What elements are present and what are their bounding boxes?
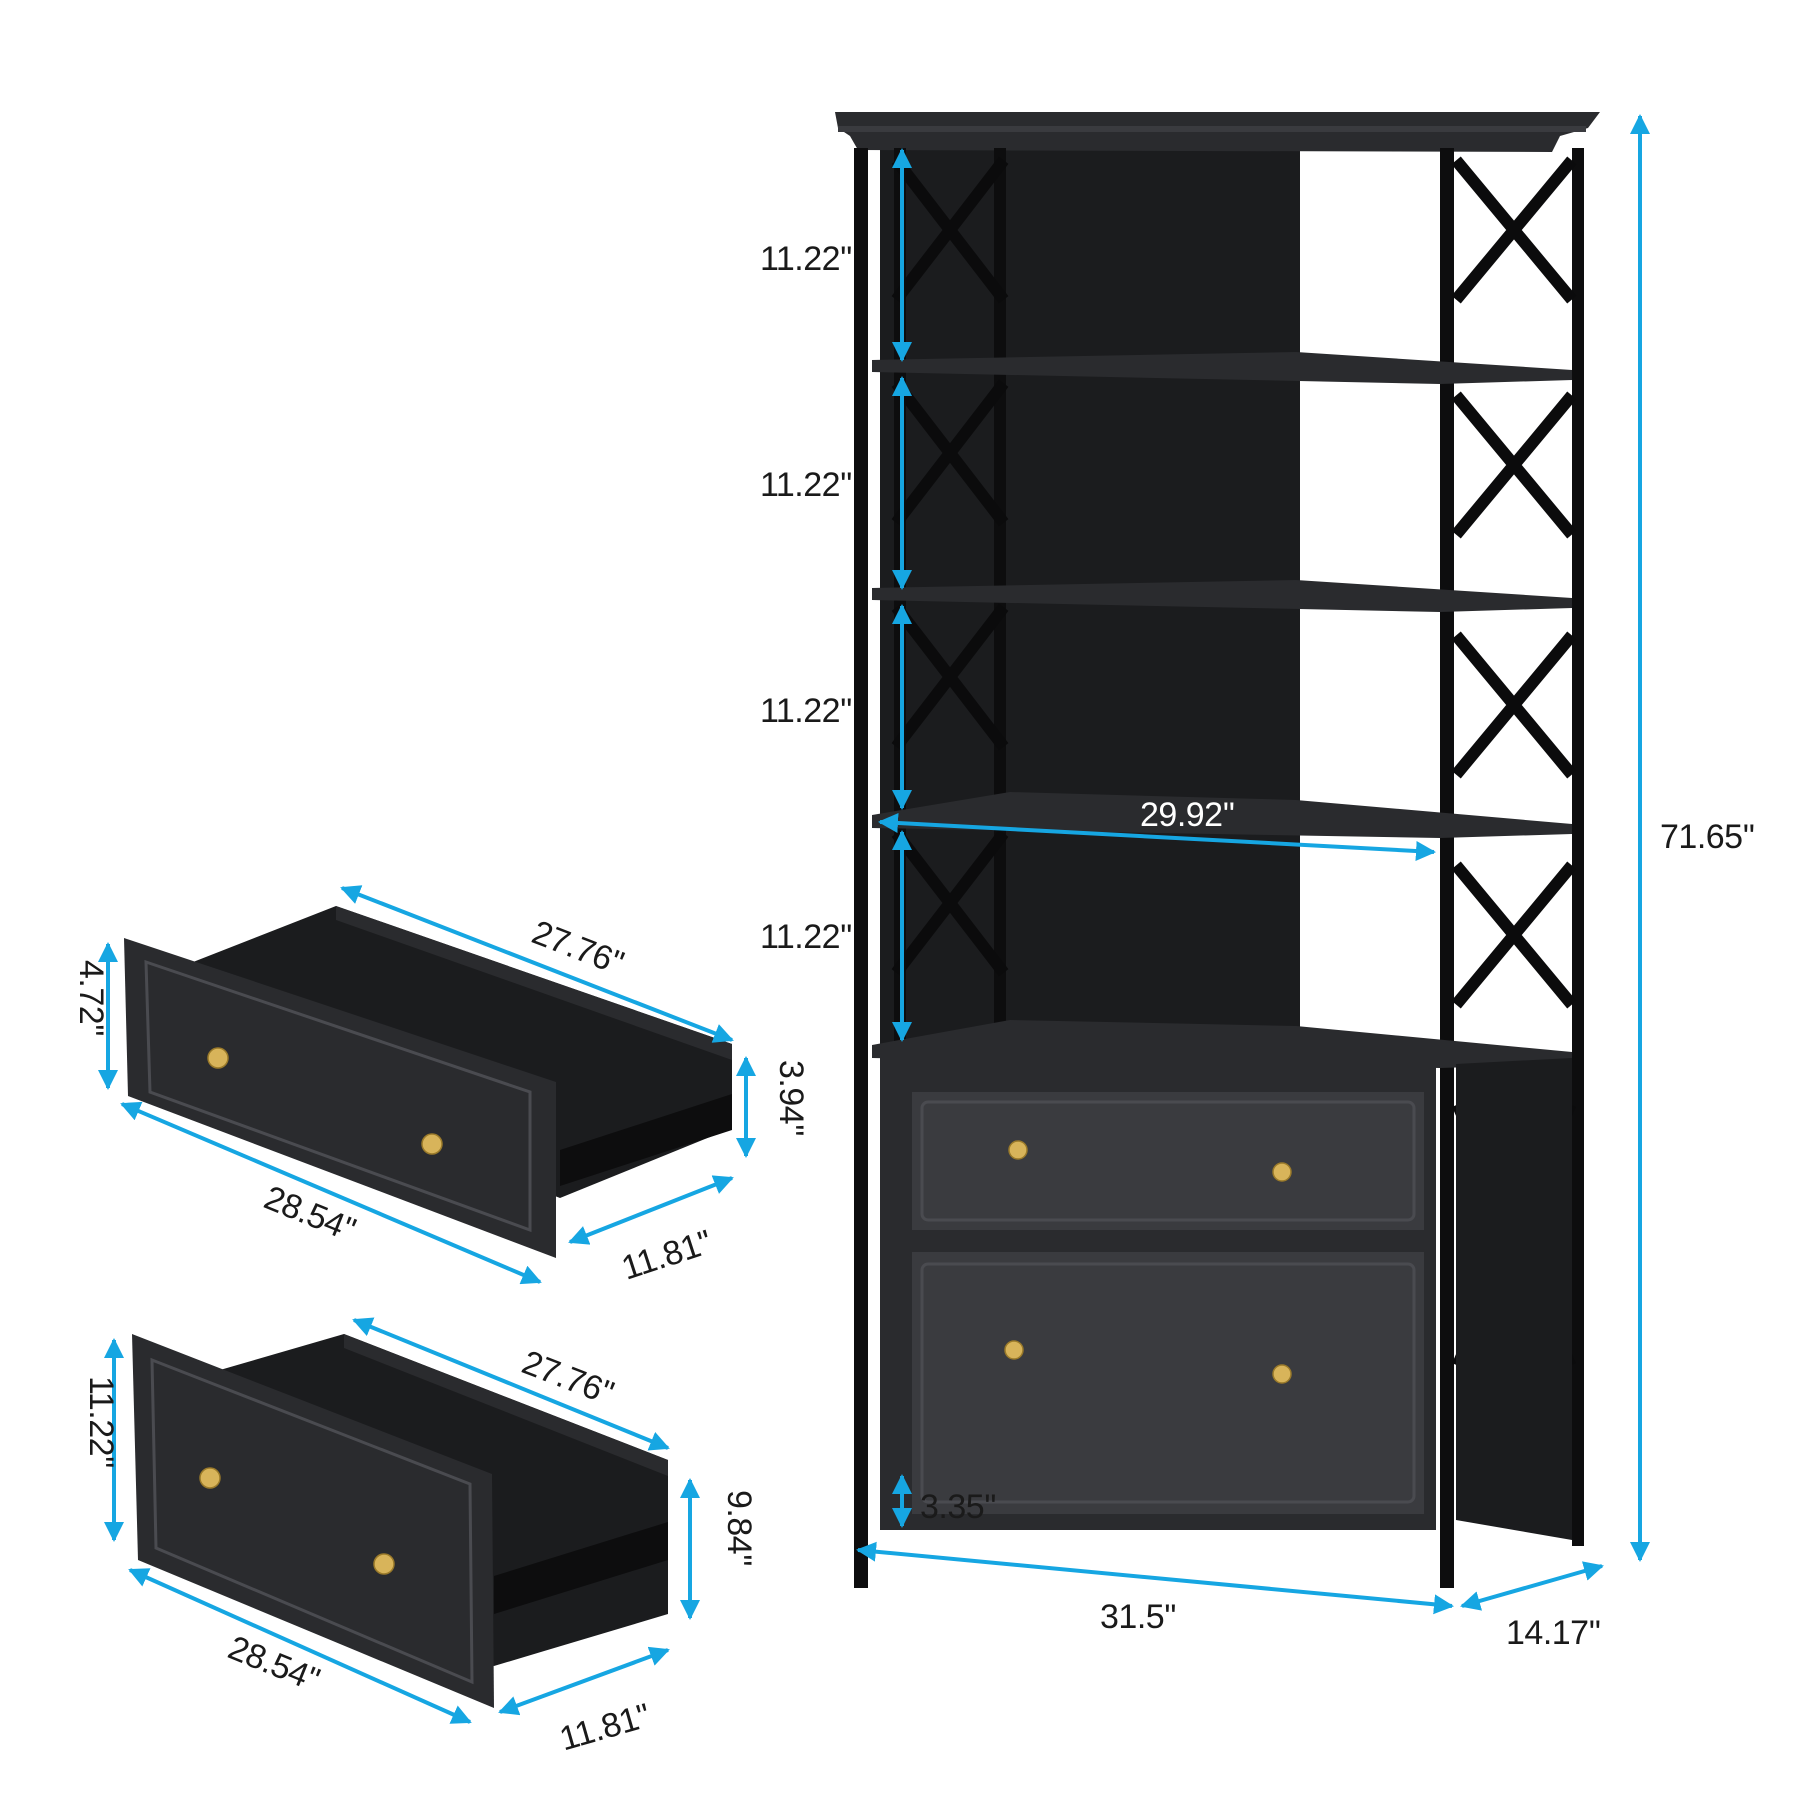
small-drawer-depth-label: 11.81'' <box>617 1223 716 1288</box>
large-drawer-length-line <box>352 1317 670 1451</box>
shelf-gap-2-label: 11.22'' <box>760 466 852 504</box>
bookcase-illustration <box>835 112 1600 1588</box>
large-drawer-width-line <box>128 1568 472 1724</box>
small-drawer-dimension-lines <box>98 885 756 1285</box>
left-front-post <box>854 148 868 1588</box>
bookcase-labels: 11.22'' 11.22'' 11.22'' 11.22'' 29.92'' … <box>760 240 1755 1652</box>
knob-icon <box>1008 1140 1028 1160</box>
inner-width-line <box>878 812 1436 862</box>
large-drawer-width-label: 28.54'' <box>223 1629 325 1700</box>
shelf-2 <box>872 580 1572 612</box>
small-drawer-length-line <box>340 885 734 1043</box>
right-front-post <box>1440 148 1454 1588</box>
leg-clearance-label: 3.35'' <box>920 1488 996 1526</box>
total-width-label: 31.5'' <box>1100 1598 1176 1636</box>
knob-icon <box>1004 1340 1024 1360</box>
large-drawer-inner-height-label: 9.84'' <box>720 1490 758 1566</box>
cabinet-lower-drawer-panel <box>920 1262 1416 1504</box>
bookcase-dimension-lines <box>856 114 1650 1615</box>
knob-icon <box>207 1047 229 1069</box>
small-drawer-inner-height-label: 3.94'' <box>772 1060 810 1136</box>
large-drawer-dimension-lines <box>104 1317 700 1724</box>
large-drawer-length-label: 27.76'' <box>517 1343 619 1412</box>
large-drawer-slide-icon <box>494 1522 668 1614</box>
cabinet-upper-drawer <box>912 1092 1424 1230</box>
total-height-label: 71.65'' <box>1660 818 1755 856</box>
lower-cabinet <box>880 1058 1572 1540</box>
small-drawer-length-label: 27.76'' <box>527 913 629 982</box>
shelf-gap-1-label: 11.22'' <box>760 240 852 278</box>
inner-width-label: 29.92'' <box>1140 796 1235 834</box>
cabinet-lower-drawer <box>912 1252 1424 1514</box>
small-drawer-illustration <box>124 906 732 1258</box>
small-drawer-width-line <box>120 1101 542 1285</box>
cabinet-upper-drawer-panel <box>920 1100 1416 1222</box>
knob-icon <box>421 1133 443 1155</box>
large-drawer-depth-line <box>498 1646 670 1716</box>
small-drawer-front-height-label: 4.72'' <box>72 960 110 1036</box>
shelf-gap-4-label: 11.22'' <box>760 918 852 956</box>
shelf-gap-3-label: 11.22'' <box>760 692 852 730</box>
total-width-line <box>856 1541 1454 1615</box>
cabinet-side-panel <box>1456 1058 1572 1540</box>
knob-icon <box>373 1553 395 1575</box>
total-depth-line <box>1460 1561 1604 1611</box>
small-drawer-depth-line <box>568 1175 734 1245</box>
knob-icon <box>199 1467 221 1489</box>
small-drawer-width-label: 28.54'' <box>259 1179 361 1250</box>
shelf-1 <box>872 352 1572 384</box>
knob-icon <box>1272 1364 1292 1384</box>
knob-icon <box>1272 1162 1292 1182</box>
right-back-post <box>1572 148 1584 1546</box>
total-depth-label: 14.17'' <box>1506 1614 1601 1652</box>
shelf-4 <box>872 1020 1572 1068</box>
small-drawer-slide-icon <box>560 1094 732 1186</box>
large-drawer-depth-label: 11.81'' <box>555 1697 654 1759</box>
left-x-braces <box>891 156 1009 977</box>
large-drawer-front-height-label: 11.22'' <box>82 1376 120 1468</box>
